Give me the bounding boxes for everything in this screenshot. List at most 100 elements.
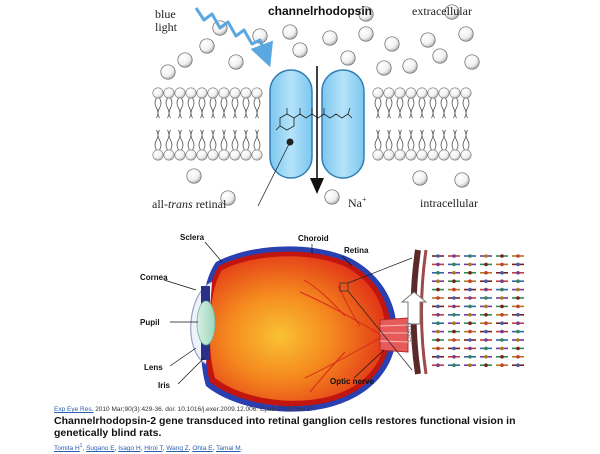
lens-label: Lens <box>144 363 163 372</box>
lipid-head <box>251 149 263 161</box>
retinal-cell-body <box>516 254 520 258</box>
retinal-cell-body <box>452 304 456 309</box>
lipid-head <box>460 149 472 161</box>
lipid-tail <box>231 129 239 151</box>
lipid-tail <box>385 97 393 119</box>
author-separator: . <box>240 445 243 453</box>
retinal-cell-body <box>436 254 440 258</box>
sodium-ion <box>340 50 356 66</box>
citation-journal-line: Exp Eye Res. 2010 Mar;90(3):429-36. doi:… <box>54 405 594 414</box>
sodium-ion <box>464 54 480 70</box>
author-affiliation: 1 <box>79 443 83 449</box>
lipid-head <box>460 87 472 99</box>
retinal-cell-body <box>468 329 472 334</box>
blue-light-label-line1: blue <box>155 7 176 21</box>
sodium-ion <box>358 26 374 42</box>
author-link[interactable]: Hiroi T <box>144 445 163 453</box>
retina-label: Retina <box>344 246 369 255</box>
lipid-head <box>218 87 230 99</box>
iris-label: Iris <box>158 381 171 390</box>
lipid-tail <box>418 129 426 151</box>
sodium-ion <box>432 48 448 64</box>
retinal-cell-body <box>484 313 488 317</box>
author-link[interactable]: Isago H <box>118 445 141 453</box>
optic-nerve-shape <box>379 317 409 353</box>
author-link[interactable]: Wang Z <box>166 445 189 453</box>
lipid-head <box>196 149 208 161</box>
retinal-cell-body <box>452 363 456 368</box>
lipid-tail <box>462 97 470 119</box>
sodium-ion <box>454 172 470 188</box>
retinal-cell-body <box>436 287 440 292</box>
retinal-cell-body <box>484 287 488 292</box>
lipid-tail <box>242 97 250 119</box>
lipid-tail <box>451 129 459 151</box>
sodium-ion <box>376 60 392 76</box>
lipid-head <box>427 149 439 161</box>
retinal-cell-body <box>500 321 504 326</box>
retinal-cell-body <box>516 262 520 267</box>
lipid-tail <box>407 129 415 151</box>
author-separator: , <box>162 445 167 453</box>
retinal-cell-body <box>484 254 488 258</box>
lipid-head <box>185 87 197 99</box>
ion-flow-arrow <box>310 66 324 194</box>
lipid-head <box>218 149 230 161</box>
lipid-tail <box>462 129 470 151</box>
retinal-cell-body <box>500 262 504 267</box>
lipid-tail <box>418 97 426 119</box>
lipid-head <box>240 149 252 161</box>
sodium-ion <box>228 54 244 70</box>
retinal-cell-body <box>500 338 504 342</box>
retinal-cell-body <box>468 346 472 351</box>
retinal-cell-body <box>468 279 472 284</box>
retinal-cell-body <box>452 329 456 334</box>
retinal-cell-body <box>500 271 504 275</box>
journal-link[interactable]: Exp Eye Res. <box>54 406 94 413</box>
retinal-cell-body <box>452 254 456 258</box>
lipid-head <box>405 149 417 161</box>
light-label: LIGHT <box>406 321 413 342</box>
lipid-tail <box>198 129 206 151</box>
lipid-head <box>207 149 219 161</box>
author-link[interactable]: Ohta E <box>192 445 213 453</box>
lipid-head <box>163 149 175 161</box>
retinal-pointer-line <box>257 141 291 207</box>
retinal-cell-body <box>452 321 456 326</box>
retinal-cell-body <box>452 279 456 284</box>
pupil-label: Pupil <box>140 318 160 327</box>
iris-lower <box>201 340 210 360</box>
lipid-tail <box>187 129 195 151</box>
sodium-ion <box>402 58 418 74</box>
retinal-cell-body <box>500 304 504 309</box>
lipid-head <box>185 149 197 161</box>
lipid-head <box>383 87 395 99</box>
lipid-head <box>394 87 406 99</box>
author-link[interactable]: Tamai M <box>216 445 241 453</box>
lipid-head <box>229 149 241 161</box>
retinal-cell-body <box>500 287 504 292</box>
retinal-cell-body <box>468 304 472 309</box>
optic-nerve-label: Optic nerve <box>330 377 375 386</box>
lipid-head <box>372 87 384 99</box>
lipid-bilayer <box>152 87 472 161</box>
author-separator: , <box>212 445 217 453</box>
lipid-head <box>394 149 406 161</box>
channelrhodopsin-protein <box>269 69 365 179</box>
retinal-cell-body <box>436 279 440 284</box>
retinal-cell-body <box>452 271 456 275</box>
lipid-head <box>152 87 164 99</box>
retinal-cell-body <box>500 346 504 351</box>
sodium-ion <box>420 32 436 48</box>
lipid-head <box>163 87 175 99</box>
sodium-ion <box>160 64 176 80</box>
author-link[interactable]: Sugano E <box>86 445 115 453</box>
lipid-tail <box>231 97 239 119</box>
lipid-head <box>174 87 186 99</box>
retinal-cell-body <box>436 346 440 351</box>
retinal-cell-body <box>468 262 472 267</box>
citation-block: Exp Eye Res. 2010 Mar;90(3):429-36. doi:… <box>54 405 594 454</box>
author-link[interactable]: Tomita H <box>54 445 80 453</box>
lipid-tail <box>165 97 173 119</box>
